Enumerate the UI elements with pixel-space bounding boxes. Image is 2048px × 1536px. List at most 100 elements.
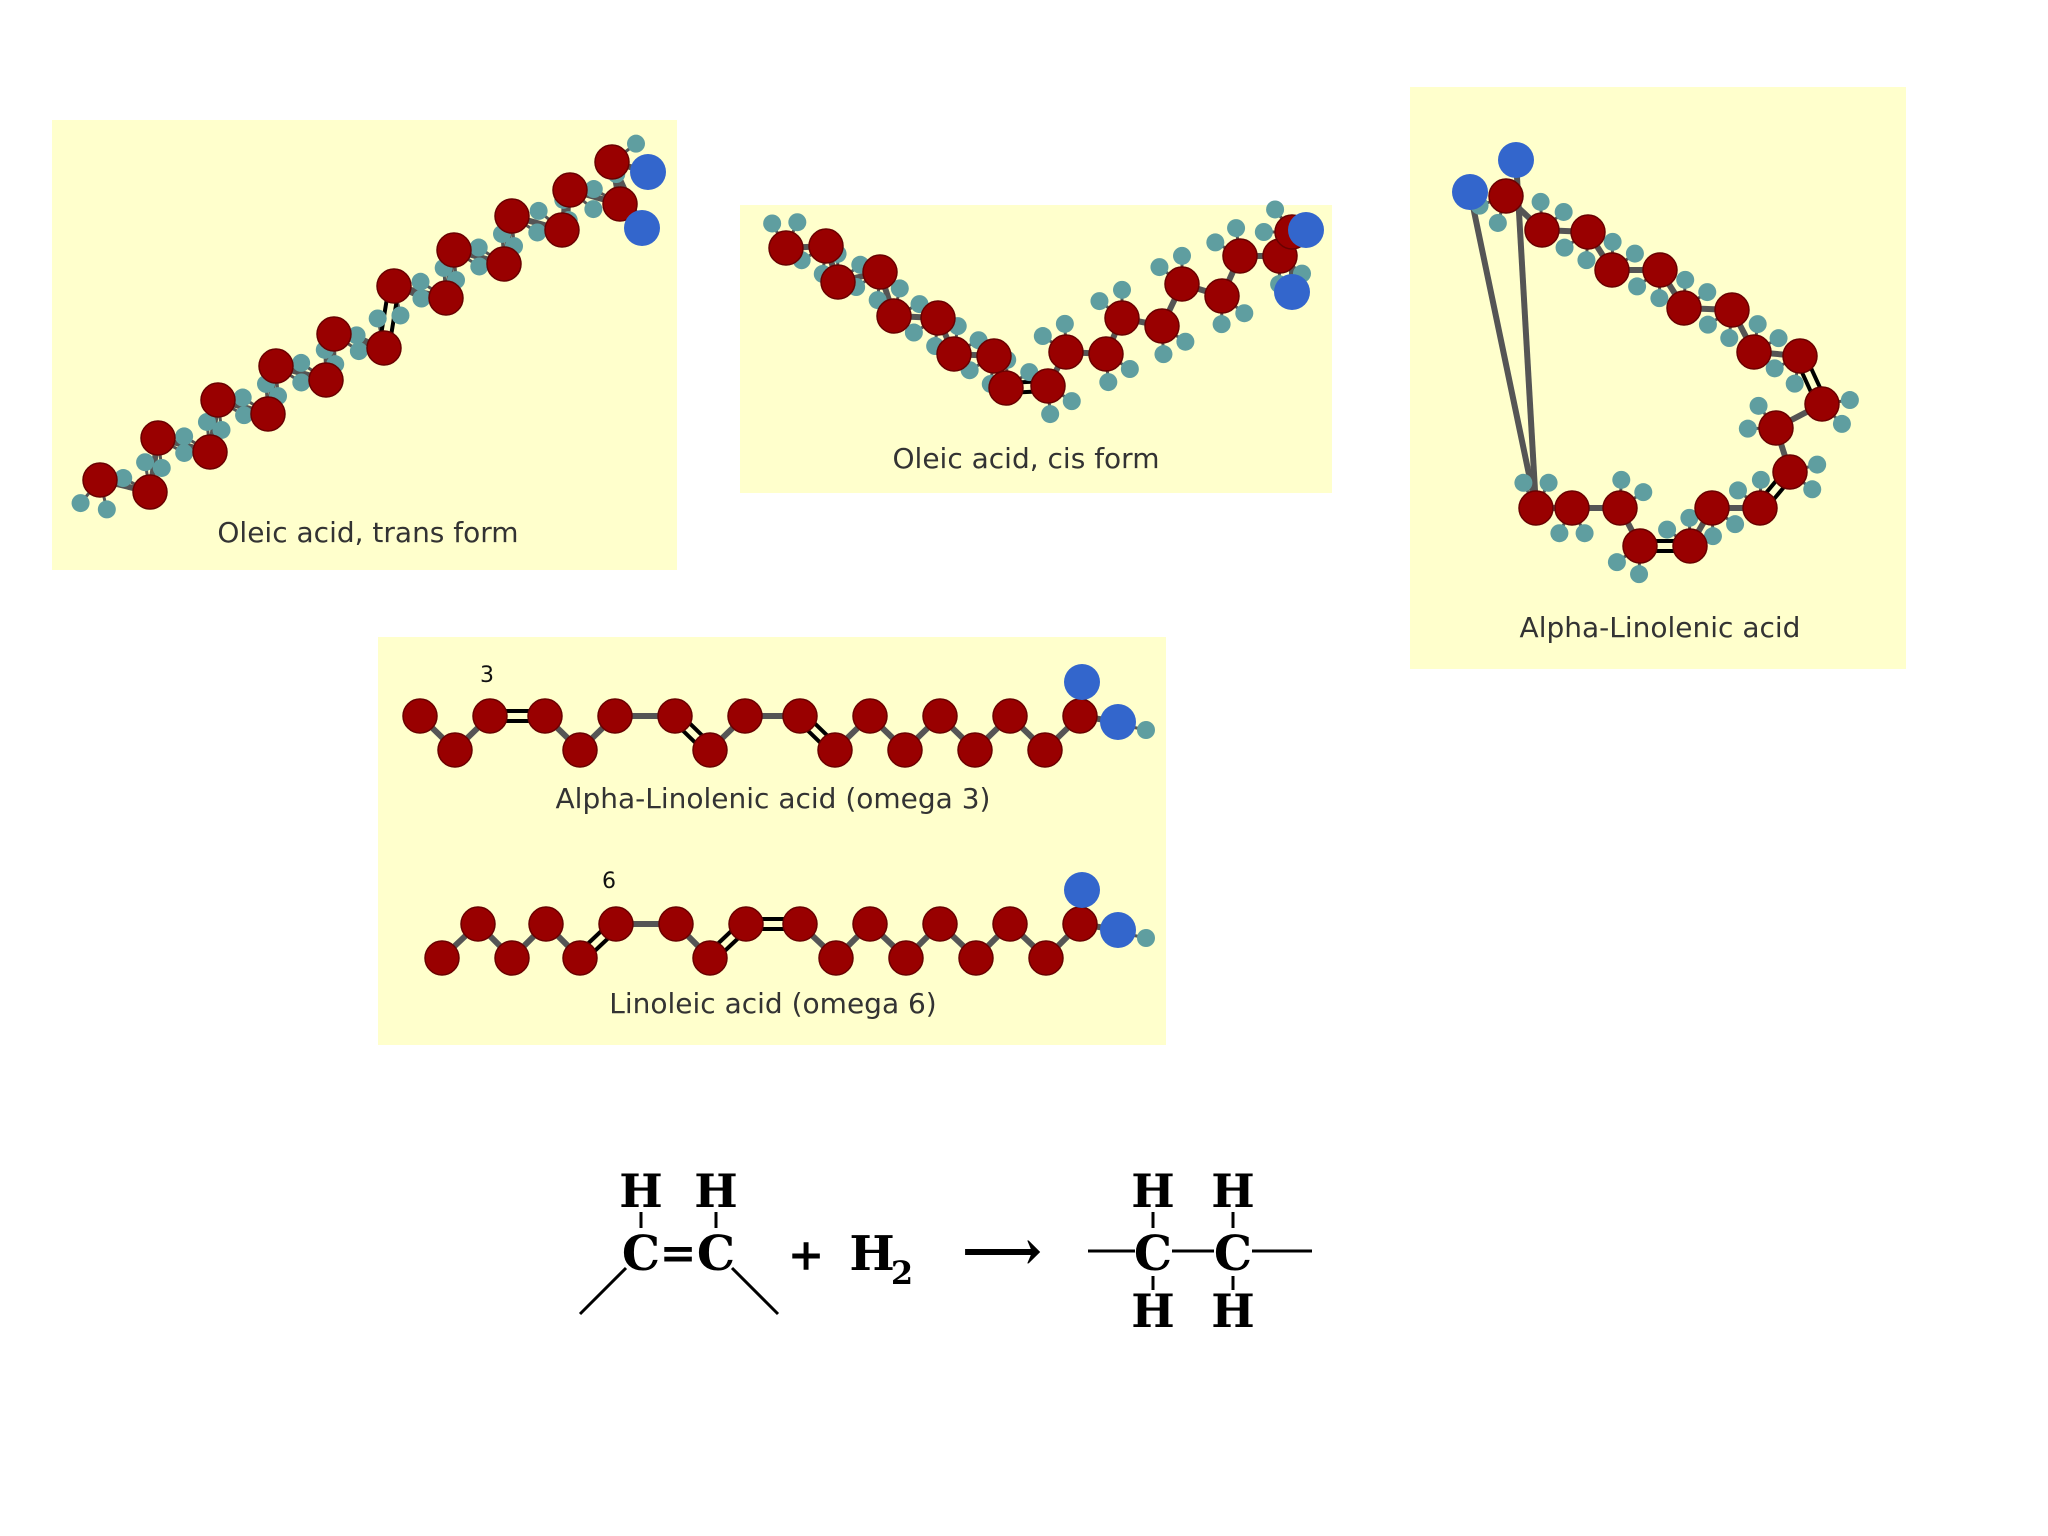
hydrogen-atom	[1703, 527, 1722, 546]
hydrogen-atom	[469, 238, 488, 257]
carbon-atom	[922, 906, 958, 942]
panel-oleic-trans: Oleic acid, trans form	[52, 120, 677, 570]
hydrogen-atom	[71, 494, 90, 513]
molecule-alpha-linolenic	[1452, 142, 1859, 584]
hydrogen-atom	[1176, 332, 1195, 351]
bond	[1467, 191, 1539, 509]
carbon-atom	[1488, 178, 1524, 214]
hydrogen-atom	[1808, 455, 1827, 474]
hydrogen-atom	[1055, 314, 1074, 333]
hydrogen-atom	[1749, 396, 1768, 415]
product-c-right: C	[1214, 1226, 1252, 1282]
hydrogen-atom	[1173, 246, 1191, 265]
carbon-atom	[1524, 212, 1560, 248]
carbon-atom	[1518, 490, 1554, 526]
oxygen-atom	[1274, 274, 1310, 310]
carbon-atom	[992, 906, 1028, 942]
carbon-atom	[132, 474, 168, 510]
carbon-atom	[957, 732, 993, 768]
hydrogen-atom	[1726, 515, 1745, 534]
hydrogen-atom	[1041, 405, 1060, 424]
product-h-bottom-right: H	[1211, 1284, 1254, 1338]
carbon-atom	[1622, 528, 1658, 564]
hydrogen-atom	[412, 289, 431, 308]
hydrogen-atom	[763, 214, 782, 233]
carbon-atom	[602, 186, 638, 222]
carbon-atom	[486, 246, 522, 282]
hydrogen-atom	[584, 200, 603, 219]
carbon-atom	[876, 298, 912, 334]
hydrogen-atom	[136, 453, 155, 472]
carbon-atom	[1222, 238, 1258, 274]
oxygen-atom	[1498, 142, 1534, 178]
hydrogen-atom	[1137, 721, 1155, 739]
oxygen-atom	[1064, 664, 1100, 700]
hydrogen-atom	[1680, 508, 1699, 527]
hydrogen-atom	[347, 326, 366, 345]
carbon-atom	[1554, 490, 1590, 526]
carbon-atom	[657, 698, 693, 734]
reactant-h-left: H	[619, 1164, 662, 1218]
carbon-atom	[888, 940, 924, 976]
hydrogen-atom	[1698, 315, 1717, 334]
hydrogen-atom	[1832, 414, 1851, 433]
carbon-atom	[922, 698, 958, 734]
product-h-top-right: H	[1211, 1164, 1254, 1218]
carbon-atom	[958, 940, 994, 976]
hydrogen-atom	[529, 201, 548, 220]
carbon-atom	[818, 940, 854, 976]
carbon-atom	[1642, 252, 1678, 288]
carbon-atom	[1164, 266, 1200, 302]
product-alkane: H H C C H H	[1088, 1164, 1312, 1338]
hydrogen-atom	[1769, 329, 1788, 348]
hydrogen-atom	[1728, 481, 1747, 500]
hydrogen-atom	[114, 469, 133, 488]
carbon-atom	[376, 268, 412, 304]
carbon-atom	[436, 232, 472, 268]
product-h-top-left: H	[1131, 1164, 1174, 1218]
caption-oleic-cis: Oleic acid, cis form	[893, 442, 1160, 475]
panel-omega: 3 Alpha-Linolenic acid (omega 3) 6 Linol…	[378, 637, 1166, 1045]
molecule-oleic-trans	[71, 134, 666, 519]
product-h-bottom-left: H	[1131, 1284, 1174, 1338]
carbon-atom	[1570, 214, 1606, 250]
carbon-atom	[852, 698, 888, 734]
carbon-atom	[817, 732, 853, 768]
carbon-atom	[494, 198, 530, 234]
carbon-atom	[1714, 292, 1750, 328]
carbon-atom	[728, 906, 764, 942]
hydrogen-atom	[97, 500, 116, 519]
carbon-atom	[200, 382, 236, 418]
carbon-atom	[920, 300, 956, 336]
carbon-atom	[1742, 490, 1778, 526]
hydrogen-subscript: 2	[891, 1254, 913, 1292]
hydrogen-atom	[1113, 280, 1131, 299]
caption-alpha-linolenic: Alpha-Linolenic acid	[1520, 611, 1801, 644]
hydrogen-atom	[1090, 292, 1109, 311]
molecule-oleic-cis	[763, 200, 1324, 424]
carbon-atom	[976, 338, 1012, 374]
panel-oleic-cis: Oleic acid, cis form	[740, 200, 1332, 493]
carbon-atom	[1594, 252, 1630, 288]
reactant-c-left: C	[622, 1226, 660, 1282]
carbon-atom	[1144, 308, 1180, 344]
hydrogen-atom	[584, 180, 603, 199]
reactant-h-right: H	[694, 1164, 737, 1218]
carbon-atom	[527, 698, 563, 734]
carbon-atom	[782, 906, 818, 942]
hydrogen-atom	[1555, 238, 1574, 257]
hydrogen-atom	[292, 353, 311, 372]
hydrogen-atom	[1062, 392, 1081, 411]
carbon-atom	[437, 732, 473, 768]
carbon-atom	[82, 462, 118, 498]
hydrogenation-reaction: H H C = C + H 2 ⟶ H H C C H	[578, 1164, 1312, 1338]
hydrogen-atom	[1137, 929, 1155, 947]
reactant-alkene: H H C = C	[578, 1164, 780, 1316]
hydrogen-atom	[391, 306, 410, 325]
hydrogen-atom	[1650, 289, 1669, 308]
hydrogen-atom	[1803, 480, 1822, 499]
hydrogen-atom	[1634, 483, 1653, 502]
carbon-atom	[936, 336, 972, 372]
carbon-atom	[428, 280, 464, 316]
hydrogen-atom	[197, 412, 216, 431]
